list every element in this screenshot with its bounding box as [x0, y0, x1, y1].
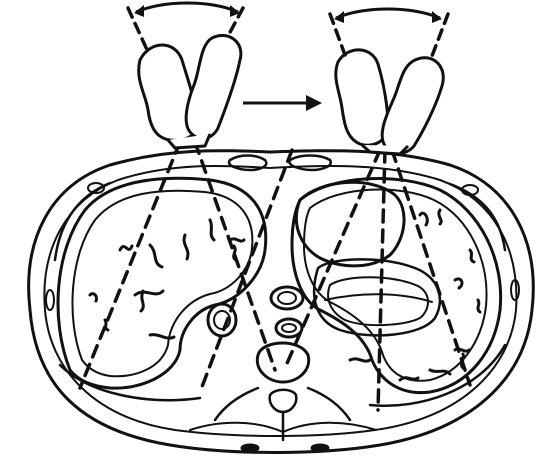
vessel [420, 213, 427, 225]
right-probe-hand-2 [382, 58, 443, 154]
vessel [439, 210, 441, 224]
right-probe-hand-1 [336, 50, 388, 145]
vessel [210, 220, 214, 240]
vessel [400, 378, 418, 380]
esophagus-lumen [282, 324, 296, 332]
rib [46, 290, 54, 310]
vessel [135, 291, 163, 311]
vessel [184, 235, 188, 259]
right-rotation-arrowhead-b [432, 11, 442, 23]
spot [242, 445, 258, 451]
vessel [90, 294, 97, 301]
left-rotation-arrow [136, 3, 238, 12]
right-probe [336, 50, 443, 154]
heart-chamber-inner [328, 277, 428, 325]
vessel [350, 359, 370, 361]
right-probe-tip [362, 145, 408, 154]
vessel [478, 300, 480, 312]
left-probe-guide-1 [128, 8, 148, 52]
vertebral-body [257, 343, 308, 382]
left-probe-hand-2 [186, 35, 241, 138]
heart-wall [325, 294, 432, 302]
vessel [455, 279, 462, 288]
aorta-lumen [278, 292, 296, 304]
left-rotation-arrowhead-a [134, 5, 144, 17]
sternum-right [289, 156, 330, 171]
beam-left-3 [200, 150, 292, 392]
spinal-canal [270, 390, 297, 412]
vessel [150, 245, 162, 267]
vessel [470, 250, 474, 262]
right-rotation-arrow [336, 9, 440, 18]
arrow-right-icon [243, 95, 322, 111]
right-rotation-arrowhead-a [334, 11, 344, 23]
spot [312, 445, 328, 451]
vessel [430, 370, 450, 374]
vessel [120, 246, 132, 250]
left-lung-inner [72, 191, 252, 377]
right-lung [292, 179, 501, 393]
aorta [271, 287, 303, 309]
left-probe [139, 35, 241, 148]
heart [296, 182, 404, 266]
